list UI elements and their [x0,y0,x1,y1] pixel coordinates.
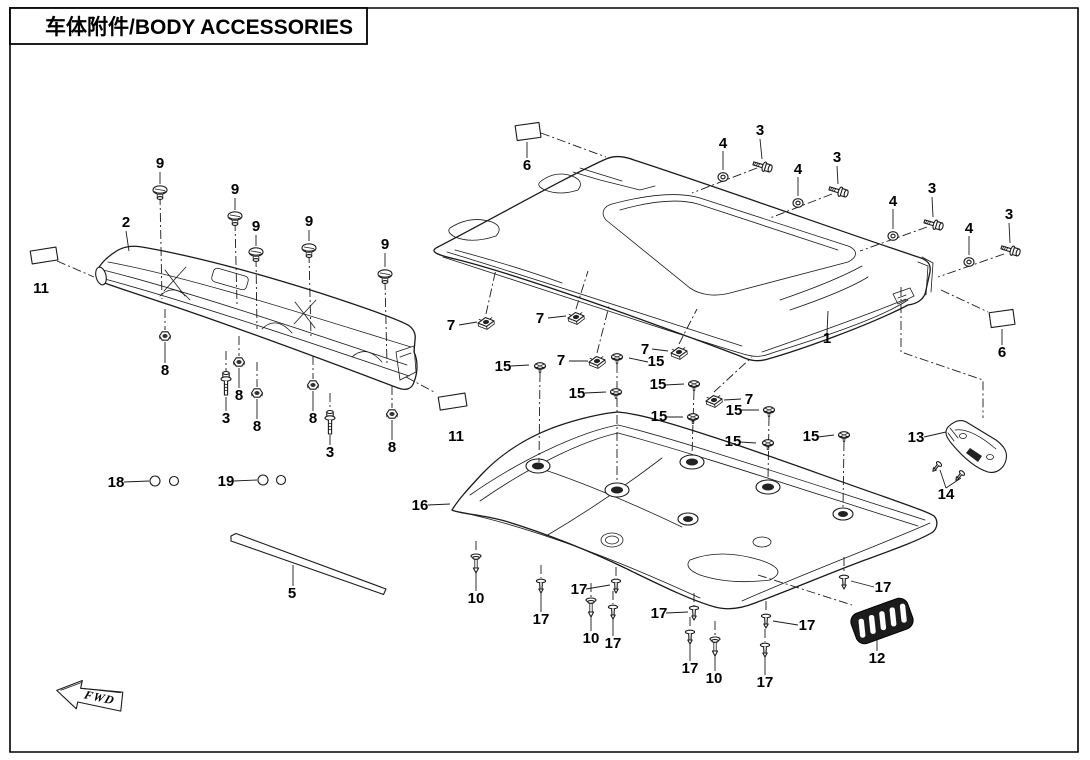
callout-16: 16 [412,497,429,514]
callout-9: 9 [252,218,260,235]
callout-15: 15 [651,408,668,425]
callout-10: 10 [706,670,723,687]
callout-4: 4 [889,193,898,210]
callout-3: 3 [756,122,764,139]
callout-4: 4 [965,220,974,237]
part-13-bracket [946,421,1007,473]
callout-17: 17 [875,579,892,596]
callout-17: 17 [605,635,622,652]
callout-12: 12 [869,650,886,667]
callout-7: 7 [641,341,649,358]
callout-4: 4 [719,135,728,152]
callout-3: 3 [928,180,936,197]
callout-9: 9 [305,213,313,230]
callout-7: 7 [745,391,753,408]
callout-17: 17 [757,674,774,691]
part-11-decal-left [30,247,58,264]
callout-1: 1 [823,330,831,347]
part-11-decal-right [438,393,467,410]
callout-6: 6 [998,344,1006,361]
callout-4: 4 [794,161,803,178]
part-6-decal-right [989,309,1015,327]
part-2-front-rack [94,246,417,389]
callout-15: 15 [803,428,820,445]
callout-7: 7 [536,310,544,327]
callout-10: 10 [468,590,485,607]
callout-17: 17 [799,617,816,634]
callout-8: 8 [161,362,169,379]
callout-15: 15 [726,402,743,419]
part-12-vent-grille [848,596,915,647]
fwd-arrow: FWD [54,676,126,718]
callout-2: 2 [122,214,130,231]
callout-8: 8 [388,439,396,456]
callout-15: 15 [650,376,667,393]
callout-3: 3 [222,410,230,427]
callout-5: 5 [288,585,296,602]
callout-17: 17 [682,660,699,677]
page-border [10,8,1078,752]
callout-6: 6 [523,157,531,174]
callout-17: 17 [571,581,588,598]
callout-11: 11 [33,280,49,297]
callout-18: 18 [108,474,125,491]
callout-17: 17 [651,605,668,622]
callout-7: 7 [447,317,455,334]
callout-15: 15 [648,353,665,370]
part-1-roof-panel [434,156,933,360]
fwd-label: FWD [81,687,116,707]
title-box: 车体附件/BODY ACCESSORIES [10,8,367,44]
leader-lines [57,133,1010,675]
callout-19: 19 [218,473,235,490]
liner-bosses [526,455,853,525]
callout-8: 8 [235,387,243,404]
part-6-decal-top [515,122,541,140]
callout-7: 7 [557,352,565,369]
callout-9: 9 [231,181,239,198]
callout-3: 3 [1005,206,1013,223]
callout-13: 13 [908,429,925,446]
callout-9: 9 [381,236,389,253]
callout-8: 8 [253,418,261,435]
callout-14: 14 [938,486,955,503]
callout-10: 10 [583,630,600,647]
callout-3: 3 [326,444,334,461]
callout-11: 11 [448,428,464,445]
part-19-grommets [258,475,286,485]
page-title: 车体附件/BODY ACCESSORIES [45,15,353,39]
callout-15: 15 [569,385,586,402]
callout-9: 9 [156,155,164,172]
callout-3: 3 [833,149,841,166]
callout-8: 8 [309,410,317,427]
callout-15: 15 [725,433,742,450]
part-5-rod [231,534,386,595]
callout-15: 15 [495,358,512,375]
part-16-roof-liner [452,412,937,609]
callout-17: 17 [533,611,550,628]
part-18-grommets [150,476,179,486]
